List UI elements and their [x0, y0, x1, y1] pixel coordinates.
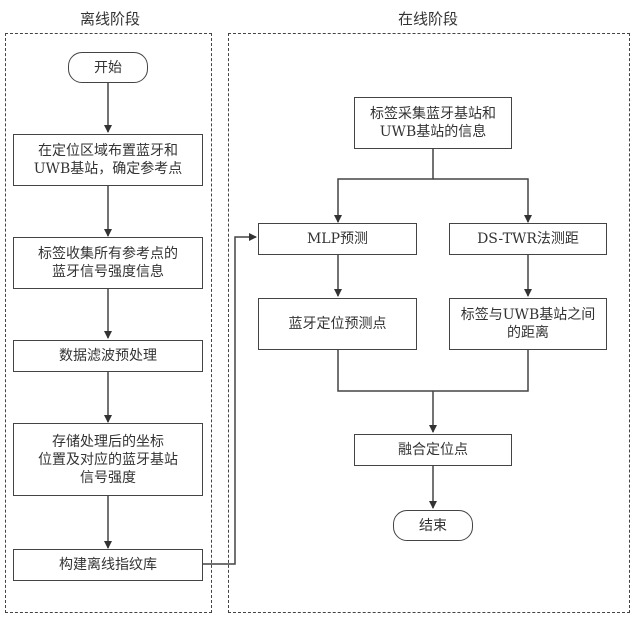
ds-twr-ranging-node: DS-TWR法测距: [449, 223, 607, 255]
collect-rssi-node: 标签收集所有参考点的 蓝牙信号强度信息: [13, 237, 203, 289]
filter-preprocess-node: 数据滤波预处理: [13, 340, 203, 372]
bt-predicted-point-node: 蓝牙定位预测点: [258, 298, 417, 350]
build-fingerprint-db-node: 构建离线指纹库: [13, 549, 203, 581]
deploy-stations-node: 在定位区域布置蓝牙和 UWB基站，确定参考点: [13, 134, 203, 186]
store-data-node: 存储处理后的坐标 位置及对应的蓝牙基站 信号强度: [13, 423, 203, 496]
mlp-predict-node: MLP预测: [258, 223, 417, 255]
fusion-point-node: 融合定位点: [354, 434, 512, 466]
end-node: 结束: [393, 510, 473, 541]
offline-stage-title: 离线阶段: [79, 10, 140, 28]
start-node: 开始: [68, 52, 148, 83]
acquire-info-node: 标签采集蓝牙基站和 UWB基站的信息: [354, 97, 512, 149]
offline-stage-panel: [5, 33, 212, 613]
uwb-distance-node: 标签与UWB基站之间 的距离: [449, 298, 607, 350]
online-stage-title: 在线阶段: [397, 10, 458, 28]
